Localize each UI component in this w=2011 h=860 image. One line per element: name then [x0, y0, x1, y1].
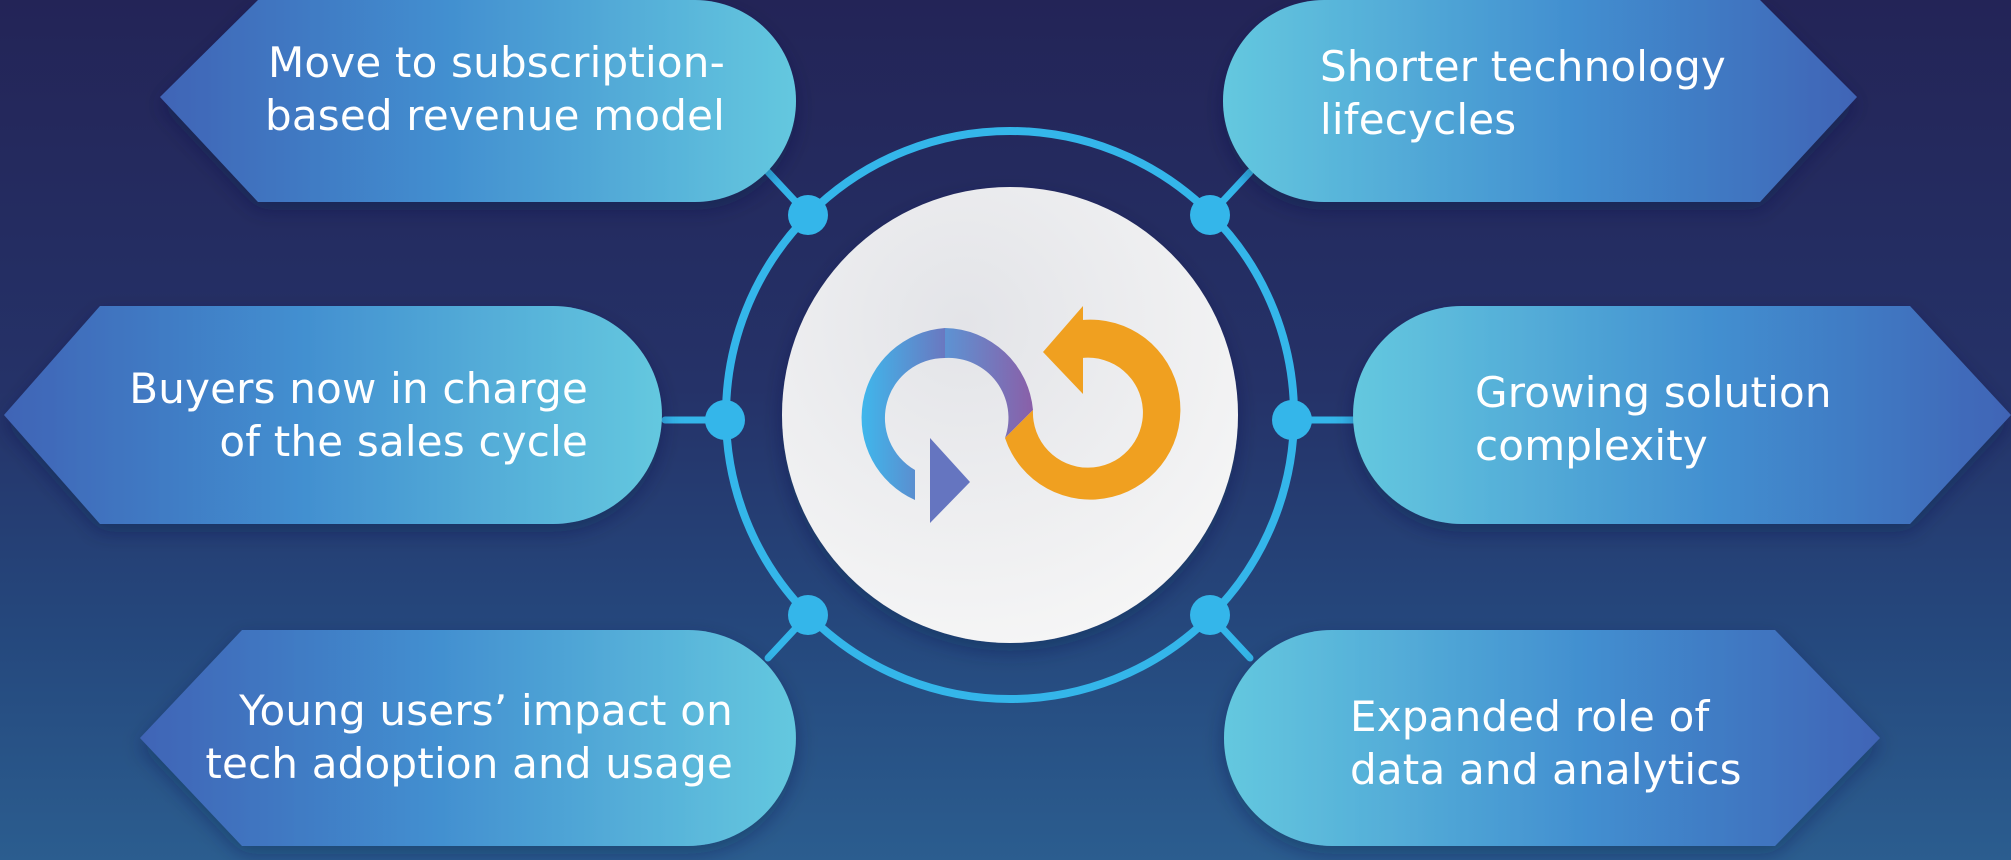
blue-arrow-head: [930, 438, 970, 523]
label-line: complexity: [1475, 421, 1708, 470]
label-subscription: Move to subscription- based revenue mode…: [255, 36, 725, 142]
label-line: Move to subscription-: [267, 38, 725, 87]
label-line: Buyers now in charge: [129, 364, 588, 413]
node-buyers: [705, 400, 745, 440]
pill-analytics: [1224, 630, 1880, 846]
label-lifecycles: Shorter technology lifecycles: [1320, 40, 1750, 146]
label-line: lifecycles: [1320, 95, 1517, 144]
label-line: Expanded role of: [1350, 692, 1710, 741]
blue-arrow-loop: [861, 328, 945, 500]
label-line: tech adoption and usage: [205, 739, 733, 788]
label-line: Young users’ impact on: [239, 686, 733, 735]
label-buyers: Buyers now in charge of the sales cycle: [115, 362, 588, 468]
node-lifecycles: [1190, 195, 1230, 235]
label-analytics: Expanded role of data and analytics: [1350, 690, 1790, 796]
node-young-users: [788, 595, 828, 635]
orange-arrow-loop: [1005, 319, 1181, 500]
label-line: data and analytics: [1350, 745, 1742, 794]
blue-arrow-arc-top: [945, 328, 1033, 438]
node-analytics: [1190, 595, 1230, 635]
label-line: of the sales cycle: [219, 417, 588, 466]
label-line: Growing solution: [1475, 368, 1832, 417]
cycle-arrows-icon: [861, 306, 1181, 523]
node-complexity: [1272, 400, 1312, 440]
ring-nodes: [705, 195, 1312, 635]
pill-buyers: [4, 306, 662, 524]
pill-subscription: [160, 0, 796, 202]
pill-lifecycles: [1223, 0, 1857, 202]
orange-arrow-head: [1043, 306, 1083, 394]
label-line: Shorter technology: [1320, 42, 1726, 91]
node-subscription: [788, 195, 828, 235]
pill-young-users: [140, 630, 796, 846]
label-complexity: Growing solution complexity: [1475, 366, 1895, 472]
label-young-users: Young users’ impact on tech adoption and…: [190, 684, 733, 790]
label-line: based revenue model: [264, 91, 725, 140]
pill-complexity: [1353, 306, 2011, 524]
